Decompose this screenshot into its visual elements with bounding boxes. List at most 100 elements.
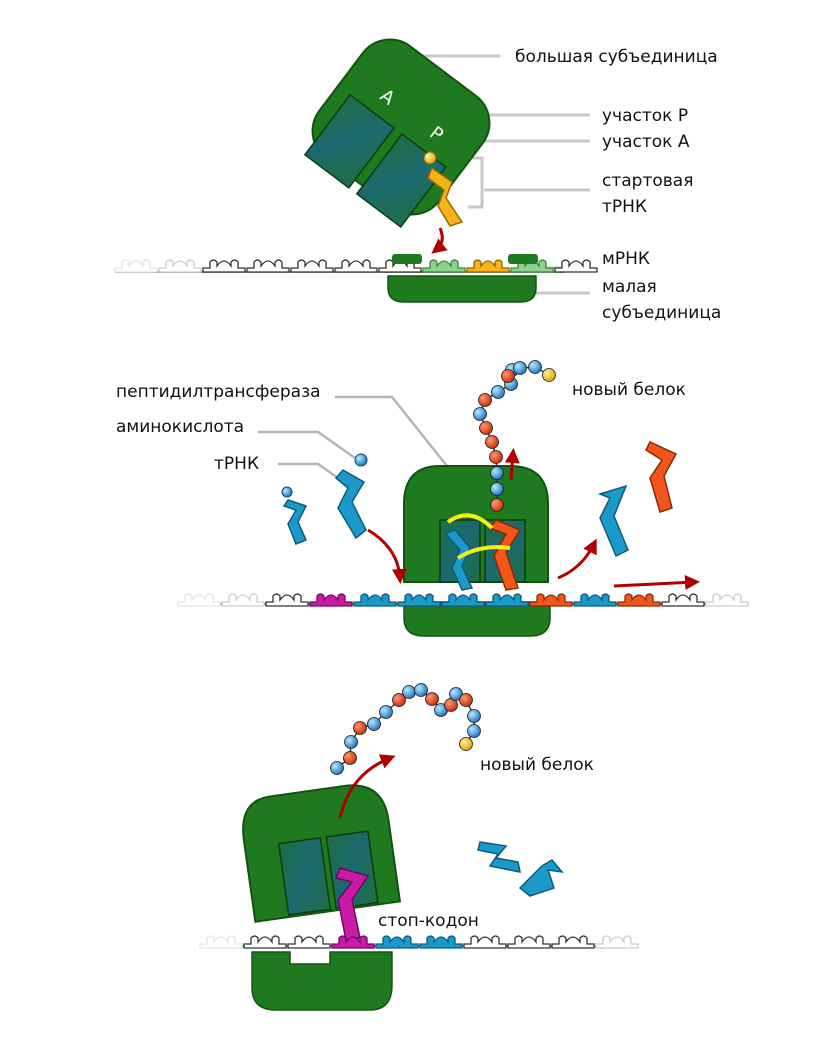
codon [199,935,243,949]
arrow-icon [557,538,597,580]
amino-acid-bead [392,693,406,707]
arrow-icon [338,754,396,819]
codon [466,259,510,273]
codon [441,593,485,607]
codon [554,259,598,273]
label-a-site: участок A [602,132,690,152]
arrow-icon [367,528,407,584]
released-trna [597,484,629,558]
amino-acid-bead [330,761,344,775]
amino-acid-bead [490,482,504,496]
arrow-icon [431,227,448,254]
codon [202,259,246,273]
codon [705,593,749,607]
codon [334,259,378,273]
amino-acid-bead [528,360,542,374]
label-mrna: мРНК [602,249,650,269]
codon [419,935,463,949]
large-subunit-1: A P [303,38,491,229]
incoming-trna-small [282,499,308,545]
amino-acid-bead [467,724,481,738]
codon [485,593,529,607]
amino-acid-bead [473,407,487,421]
amino-acid-bead [479,421,493,435]
stage-elongation: пептидилтрансфераза аминокислота тРНК но… [116,360,749,637]
label-amino-acid: аминокислота [116,417,244,437]
amino-acid-bead [513,361,527,375]
codon [114,259,158,273]
new-protein-chain-3 [330,683,481,775]
codon [331,935,375,949]
codon [375,935,419,949]
amino-acid-bead [367,717,381,731]
amino-acid-bead [485,435,499,449]
codon [422,259,466,273]
codon [287,935,331,949]
small-subunit-1 [387,275,537,303]
label-large-subunit: большая субъединица [515,47,718,67]
a-site-pocket [325,830,379,910]
new-protein-chain-2 [473,360,556,512]
amino-acid-bead [414,683,428,697]
codon [221,593,265,607]
large-subunit-2 [403,465,549,583]
bond-highlight [456,545,511,560]
codon [177,593,221,607]
amino-acid-bead [425,692,439,706]
start-trna [423,151,464,227]
small-subunit-tooth [508,254,538,264]
codon [290,259,334,273]
mrna-strand-3 [199,935,639,949]
amino-acid-bead [478,393,492,407]
amino-acid-bead [379,705,393,719]
codon [573,593,617,607]
amino-acid-bead [281,486,293,498]
amino-acid-bead [490,466,504,480]
codon [529,593,573,607]
released-trna [477,841,521,873]
codon [158,259,202,273]
small-subunit-3 [251,951,393,1011]
label-stop-codon: стоп-кодон [378,911,479,931]
codon [617,593,661,607]
arrow-icon [504,448,520,481]
amino-acid-bead [402,685,416,699]
codon [397,593,441,607]
amino-acid-bead [459,693,473,707]
codon [265,593,309,607]
trna-in-a-site [488,519,522,591]
codon [661,593,705,607]
codon [507,935,551,949]
label-small-subunit-line1: малая [602,277,657,297]
mrna-strand-2 [177,593,749,607]
amino-acid-bead [491,385,505,399]
codon [551,935,595,949]
amino-acid-bead [344,735,358,749]
codon [595,935,639,949]
label-peptidyl-transferase: пептидилтрансфераза [116,382,321,402]
arrow-icon [613,574,700,590]
amino-acid-bead [353,721,367,735]
small-subunit-2 [403,601,551,637]
bond-highlight [446,513,494,530]
amino-acid-bead [490,498,504,512]
released-trna-orange [645,441,678,513]
stage-initiation: A P большая субъединица участок P участо… [114,38,721,323]
amino-acid-bead [501,369,515,383]
amino-acid-bead [489,450,503,464]
amino-acid-bead [542,368,556,382]
amino-acid-bead [354,453,368,467]
a-site-pocket [303,93,396,189]
codon [246,259,290,273]
label-p-site: участок P [602,106,688,126]
mrna-strand-1 [114,259,598,273]
amino-acid-bead [449,687,463,701]
label-new-protein: новый белок [572,380,686,400]
large-subunit-3 [242,784,402,923]
codon [463,935,507,949]
incoming-trna [334,469,367,540]
codon [309,593,353,607]
label-trna: тРНК [214,454,259,474]
